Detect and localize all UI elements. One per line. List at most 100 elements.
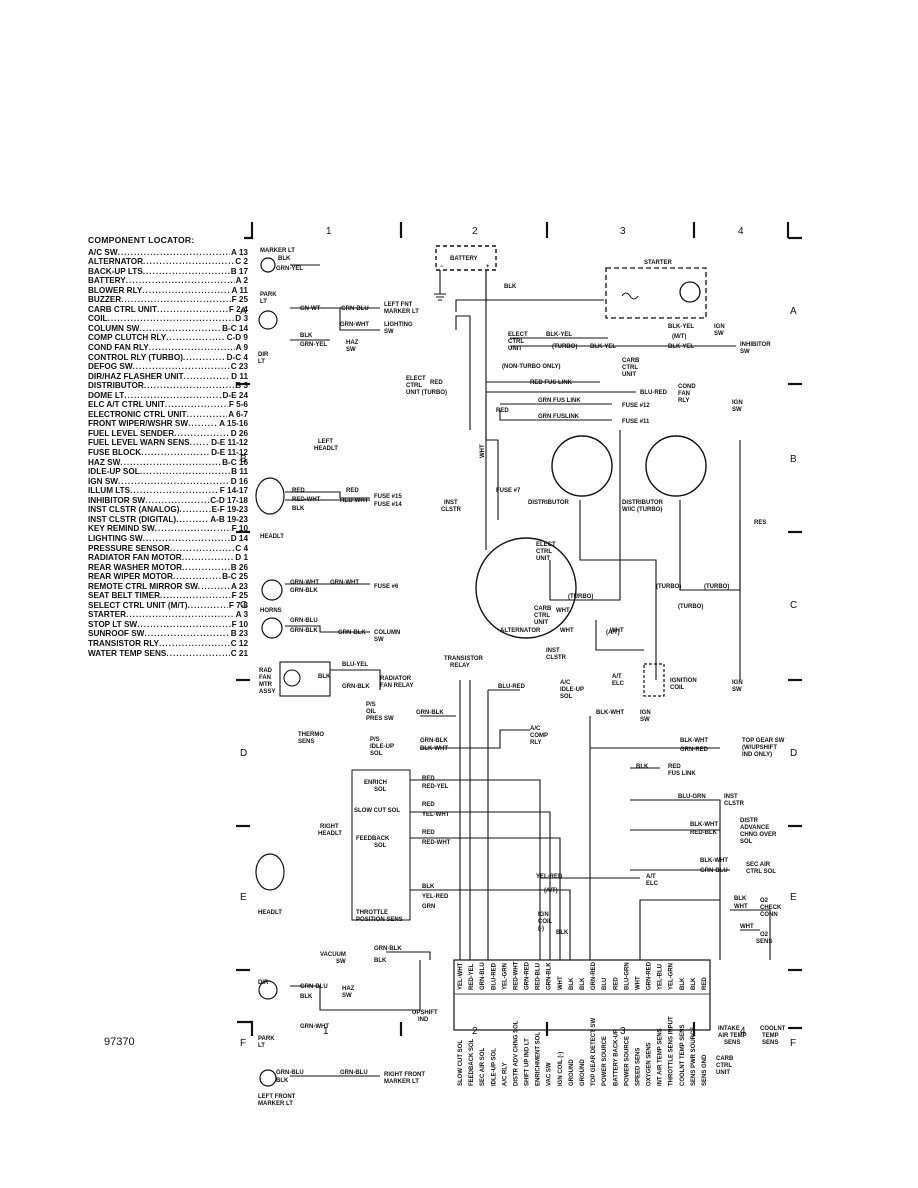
wire-label-at-mark: (A/T) — [544, 888, 558, 894]
locator-row: BACK-UP LTSB 17 — [88, 267, 248, 277]
locator-row: INHIBITOR SWC-D 17-18 — [88, 496, 248, 506]
haz-sw-label-1: HAZ — [346, 340, 359, 346]
ecu-wire-color: GRN-RED — [591, 961, 597, 990]
wire-label-red-slow: RED — [422, 802, 435, 808]
carb-ctrl-unit-c-label-2: CTRL — [534, 613, 550, 619]
carb-ctrl-unit-c-label-1: CARB — [534, 606, 552, 612]
locator-component-name: REAR WIPER MOTOR — [88, 572, 173, 582]
battery-label: BATTERY — [450, 256, 478, 262]
ign-sw-label-c-2: SW — [732, 687, 742, 693]
locator-grid-ref: A 6-7 — [228, 409, 248, 419]
locator-row: KEY REMIND SWF 10 — [88, 524, 248, 534]
ecu-wire-color: YEL-GRN — [669, 963, 675, 990]
locator-grid-ref: B 23 — [230, 629, 248, 639]
wire-label-grn-yel-marker: GRN-YEL — [276, 266, 303, 272]
intake-air-label-3: SENS — [724, 1040, 740, 1046]
ac-idle-up-label-3: SOL — [560, 694, 573, 700]
carb-ctrl-unit-label-3: UNIT — [622, 372, 636, 378]
wire-label-red-headlt: RED — [292, 488, 305, 494]
wire-label-blk-wht-ps-idle: BLK-WHT — [420, 746, 448, 752]
ecu-pin-function: POWER SOURCE — [624, 1036, 630, 1086]
locator-row: COILD 3 — [88, 314, 248, 324]
locator-row: HAZ SWB-C 16 — [88, 458, 248, 468]
ecu-wire-color: BLK — [580, 977, 586, 990]
ecu-wire-color: RED-WHT — [513, 961, 519, 990]
marker-lt-label: MARKER LT — [260, 248, 295, 254]
grid-col-3-top: 3 — [620, 226, 626, 237]
alternator-label: ALTERNATOR — [500, 628, 541, 634]
wire-label-grn-blu-marker: GRN-BLU — [276, 1070, 304, 1076]
locator-component-name: ELC A/T CTRL UNIT — [88, 400, 165, 410]
locator-component-name: PRESSURE SENSOR — [88, 543, 170, 553]
locator-component-name: INST CLSTR (ANALOG) — [88, 505, 180, 515]
wire-wht-elc — [595, 620, 644, 651]
ps-idle-label-3: SOL — [370, 751, 383, 757]
locator-grid-ref: A 2 — [235, 276, 248, 286]
grid-row-c-left: C — [240, 600, 247, 611]
intake-air-label-1: INTAKE — [718, 1026, 740, 1032]
cond-fan-rly-label-2: FAN — [678, 391, 690, 397]
wire-label-blu-yel: BLU-YEL — [342, 662, 368, 668]
dir-lt-label-f: DIR — [258, 980, 269, 986]
right-front-marker-label-1: RIGHT FRONT — [384, 1072, 425, 1078]
grid-frame — [236, 222, 802, 1036]
wire-label-grn-blk-ps: GRN-BLK — [416, 710, 444, 716]
ecu-wire-color: BLU — [602, 978, 608, 990]
marker-lt-bulb-icon — [260, 257, 276, 273]
wire-label-grn-blu-park: GRN-BLU — [341, 306, 369, 312]
elect-ctrl-unit-c-label-2: CTRL — [536, 549, 552, 555]
wire-label-blk-wht-distr: BLK-WHT — [690, 822, 718, 828]
ecu-wire-color: RED — [613, 977, 619, 990]
ecu-pin-function: GROUND — [580, 1059, 586, 1086]
grid-row-f-left: F — [240, 1038, 246, 1049]
locator-grid-ref: D 14 — [230, 533, 248, 543]
locator-grid-ref: C 12 — [230, 638, 248, 648]
locator-component-name: BLOWER RLY — [88, 285, 143, 295]
locator-component-name: A/C SW — [88, 247, 118, 257]
wire-label-turbo-c4: (TURBO) — [568, 594, 593, 600]
locator-grid-ref: C 4 — [235, 543, 248, 553]
locator-row: INST CLSTR (ANALOG)E-F 19-23 — [88, 505, 248, 515]
grid-col-4-bottom: 4 — [740, 1026, 746, 1037]
component-locator: COMPONENT LOCATOR: A/C SWA 13ALTERNATORC… — [88, 235, 248, 659]
wire-label-turbo-c1: (TURBO) — [656, 584, 681, 590]
right-headlt-label-2: HEADLT — [318, 831, 342, 837]
wire-turbo — [679, 500, 741, 591]
wire-label-blk-dir: BLK — [300, 333, 313, 339]
frame-corner-top-left — [244, 222, 254, 240]
locator-row: STOP LT SWF 10 — [88, 620, 248, 630]
wire-ps-idle — [420, 729, 530, 749]
locator-row: RADIATOR FAN MOTORD 1 — [88, 553, 248, 563]
coolnt-temp-label-2: TEMP — [762, 1033, 779, 1039]
wire-label-blk-dir-f: BLK — [300, 994, 313, 1000]
wire-label-grn-blk-vac: GRN-BLK — [374, 946, 402, 952]
throttle-pos-label-2: POSITION SENS — [356, 917, 403, 923]
wire-label-grn-fuslink: GRN FUSLINK — [538, 414, 580, 420]
rad-fan-label-2: FAN — [259, 675, 271, 681]
wire-label-turbo-c3: (TURBO) — [678, 604, 703, 610]
locator-component-name: STARTER — [88, 610, 127, 620]
ecu-wire-color: BLK — [680, 977, 686, 990]
locator-component-name: ELECTRONIC CTRL UNIT — [88, 409, 187, 419]
locator-component-name: TRANSISTOR RLY — [88, 638, 159, 648]
wire-label-grn-blu-horn: GRN-BLU — [290, 618, 318, 624]
locator-row: REAR WIPER MOTORB-C 25 — [88, 572, 248, 582]
locator-component-name: DIR/HAZ FLASHER UNIT — [88, 371, 184, 381]
carb-ctrl-unit-f-label-1: CARB — [716, 1056, 734, 1062]
left-fnt-marker-label-2: MARKER LT — [384, 309, 419, 315]
feedback-sol-label-2: SOL — [374, 843, 387, 849]
figure-id: 97370 — [104, 1036, 135, 1048]
ecu-wire-color: GRN-BLK — [547, 962, 553, 990]
ps-oil-label-1: P/S — [366, 702, 376, 708]
ignition-coil-label-2: COIL — [670, 685, 685, 691]
carb-ctrl-unit-c-label-3: UNIT — [534, 620, 548, 626]
column-sw-label-2: SW — [374, 637, 384, 643]
elect-ctrl-unit-label-1: ELECT — [508, 332, 528, 338]
throttle-pos-label-1: THROTTLE — [356, 910, 388, 916]
ecu-wire-color: BLU-RED — [491, 962, 497, 990]
radiator-fan-relay-label-1: RADIATOR — [380, 676, 412, 682]
coolnt-temp-label-1: COOLNT — [760, 1026, 786, 1032]
